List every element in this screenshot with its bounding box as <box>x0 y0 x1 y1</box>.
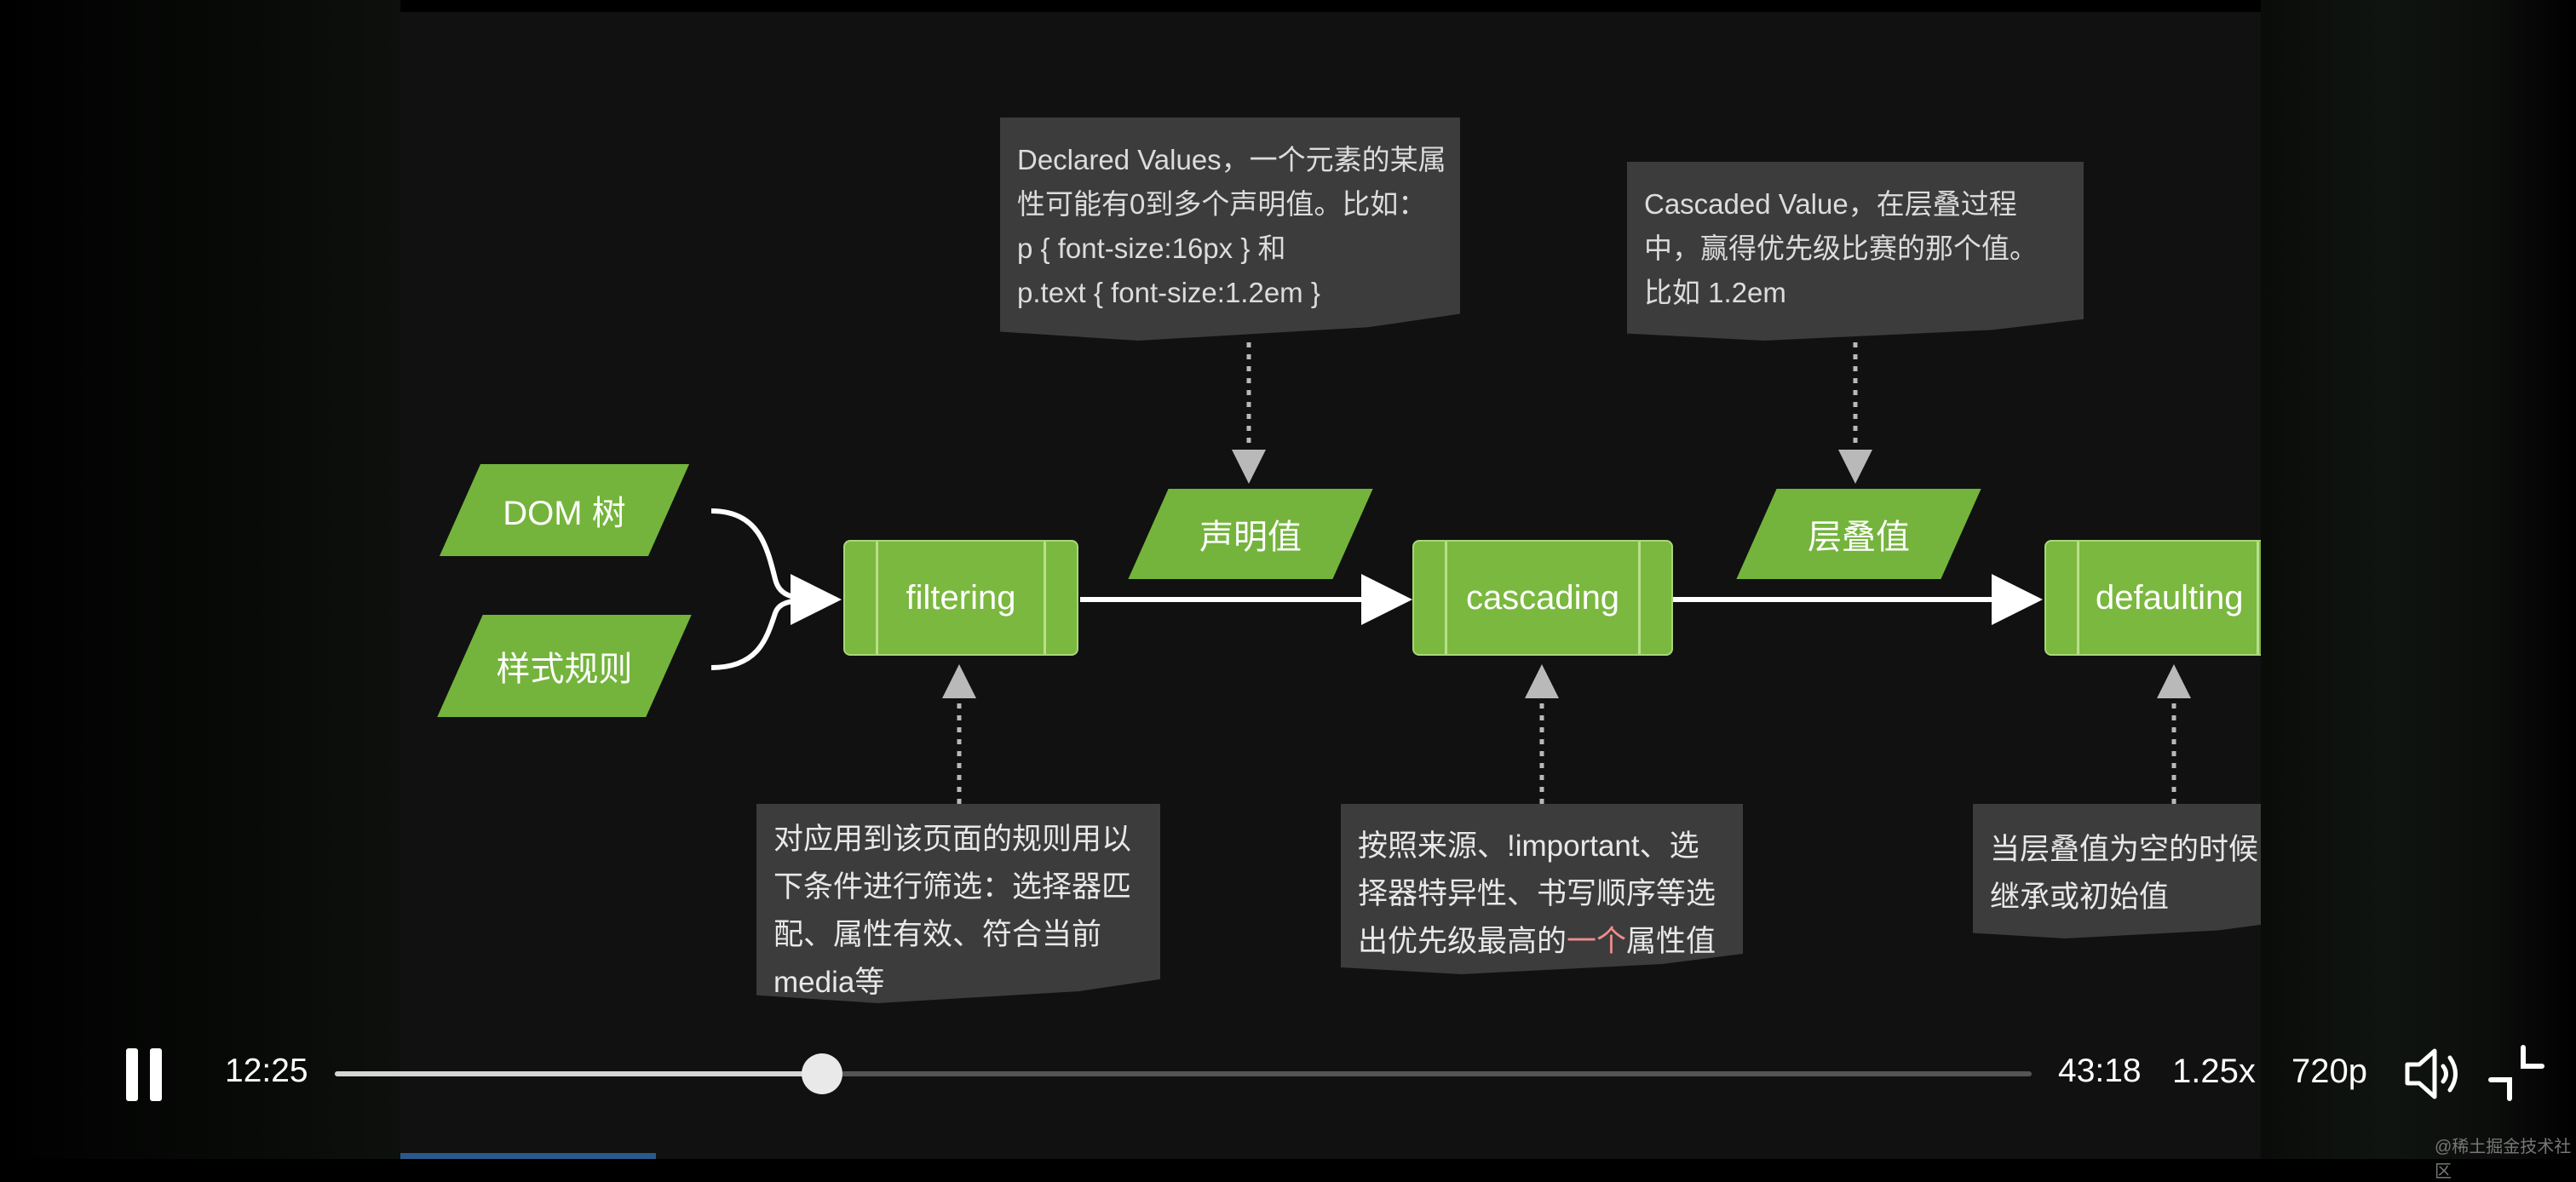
note-line: p { font-size:16px } 和 <box>1017 232 1286 264</box>
note-line: media等 <box>773 966 885 999</box>
rules-to-filtering-connector <box>710 597 827 670</box>
note-line: 按照来源、!important、选 <box>1358 829 1699 863</box>
progress-handle[interactable] <box>801 1053 842 1094</box>
playback-speed-button[interactable]: 1.25x <box>2172 1053 2256 1090</box>
note-line: p.text { font-size:1.2em } <box>1017 277 1320 308</box>
cascading-process-box: cascading <box>1412 540 1673 656</box>
note-line: 比如 1.2em <box>1644 277 1786 308</box>
progress-fill <box>335 1071 822 1076</box>
pause-icon <box>126 1048 138 1101</box>
note-line: 继承或初始值 <box>1990 881 2170 914</box>
defaulting-process-box: defaulting <box>2044 540 2261 656</box>
cascaded-value-note: Cascaded Value，在层叠过程 中，赢得优先级比赛的那个值。 比如 1… <box>1627 162 2084 341</box>
cascading-process-label: cascading <box>1465 578 1620 617</box>
pause-icon-bar <box>150 1048 162 1101</box>
note-line: 当层叠值为空的时候 <box>1990 833 2259 866</box>
declared-values-note: Declared Values，一个元素的某属 性可能有0到多个声明值。比如： … <box>1000 118 1460 341</box>
flow-connectors <box>710 342 2191 804</box>
watermark: @稀土掘金技术社区 <box>2435 1138 2572 1181</box>
note-line: 配、属性有效、符合当前 <box>773 918 1102 951</box>
volume-icon[interactable] <box>2404 1046 2464 1102</box>
filtering-note: 对应用到该页面的规则用以 下条件进行筛选：选择器匹 配、属性有效、符合当前 me… <box>756 804 1160 1003</box>
quality-button[interactable]: 720p <box>2291 1053 2367 1090</box>
declared-value-node-label: 声明值 <box>1199 519 1302 556</box>
filtering-process-label: filtering <box>906 578 1016 617</box>
slide-top-border <box>400 0 2261 12</box>
defaulting-note: 当层叠值为空的时候 继承或初始值 <box>1973 804 2261 938</box>
note-line: 出优先级最高的一个属性值 <box>1358 918 1726 966</box>
exit-fullscreen-icon[interactable] <box>2487 1044 2545 1102</box>
note-text: 出优先级最高的 <box>1358 925 1567 958</box>
dom-to-filtering-connector <box>710 508 842 625</box>
note-text: 属性值 <box>1626 925 1716 958</box>
dom-tree-node-label: DOM 树 <box>503 495 626 532</box>
highlighted-text: 一个 <box>1567 925 1627 958</box>
cascading-note: 按照来源、!important、选 择器特异性、书写顺序等选 出优先级最高的一个… <box>1341 804 1743 974</box>
video-letterbox-right <box>2261 0 2576 1159</box>
note-line: 性可能有0到多个声明值。比如： <box>1017 188 1427 220</box>
bottom-accent-strip <box>400 1153 656 1159</box>
note-line: 择器特异性、书写顺序等选 <box>1358 877 1716 910</box>
duration: 43:18 <box>2058 1053 2142 1089</box>
note-line: 对应用到该页面的规则用以 <box>773 823 1132 856</box>
pause-button[interactable] <box>126 1048 162 1101</box>
video-letterbox-left <box>0 0 400 1159</box>
defaulting-process-label: defaulting <box>2096 578 2244 617</box>
note-line: Declared Values，一个元素的某属 <box>1017 144 1446 175</box>
style-rules-node-label: 样式规则 <box>496 651 633 688</box>
progress-track[interactable] <box>335 1071 2032 1076</box>
video-frame[interactable]: DOM 树 样式规则 声明值 层叠值 filtering cascading d… <box>400 0 2261 1159</box>
filtering-process-box: filtering <box>843 540 1078 656</box>
cascaded-value-node-label: 层叠值 <box>1808 519 1910 556</box>
note-line: 中，赢得优先级比赛的那个值。 <box>1644 232 2038 264</box>
note-line: 下条件进行筛选：选择器匹 <box>773 870 1132 904</box>
current-time: 12:25 <box>225 1053 308 1089</box>
note-line: Cascaded Value，在层叠过程 <box>1644 188 2017 220</box>
